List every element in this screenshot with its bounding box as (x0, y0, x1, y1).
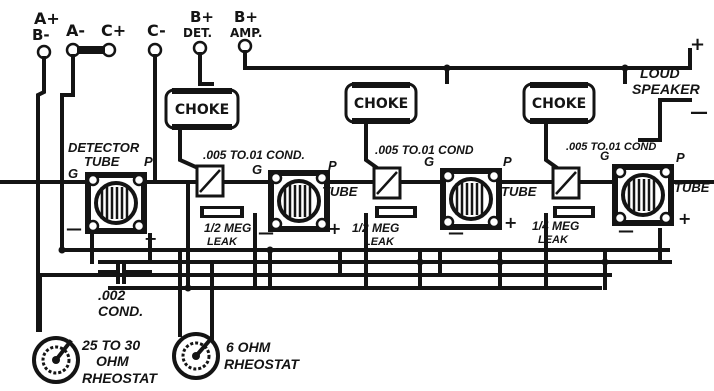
detector-plus: + (144, 229, 157, 248)
speaker-wire (638, 98, 692, 142)
bypass-cond-label: COND. (98, 303, 143, 319)
a-minus-drop (60, 54, 75, 97)
a-minus-label: A- (66, 21, 85, 40)
leak-2-value: 1/2 MEG (352, 221, 399, 235)
tube-2-name: TUBE (501, 184, 537, 199)
bypass-condenser: .002 COND. (98, 260, 152, 319)
tube-2-grid: G (424, 154, 434, 169)
detector-minus: — (66, 219, 82, 238)
tube-1-socket (268, 170, 330, 232)
b-plus-det-label: B+ (190, 8, 214, 26)
rheostat-2-value: 6 OHM (226, 339, 271, 355)
tube-2-minus: — (448, 223, 464, 242)
tube-sockets (85, 164, 674, 234)
tube-3-minus: — (618, 221, 634, 240)
detector-label: DETECTOR (68, 140, 140, 155)
coupling-cond-2: .005 TO.01 COND (372, 143, 474, 200)
a-plus-drop (36, 56, 46, 332)
rheostat-1-value: 25 TO 30 (81, 337, 140, 353)
tube-1-grid: G (252, 162, 262, 177)
speaker-plus: + (690, 34, 705, 55)
detector-tube-label: TUBE (84, 154, 120, 169)
tube-3-name: TUBE (674, 180, 710, 195)
choke-3-label: CHOKE (532, 96, 586, 112)
grid-leak-3: 1/4 MEG LEAK (532, 206, 595, 246)
tube-1-name: TUBE (322, 184, 358, 199)
junctions (58, 64, 629, 292)
leak-2-label: LEAK (364, 236, 395, 248)
tube-1-plate: P (328, 158, 337, 173)
loud-speaker: + LOUD SPEAKER — (632, 34, 708, 123)
rheostat-1-label: RHEOSTAT (82, 370, 158, 386)
coupling-cond-3-label: .005 TO.01 COND (566, 141, 656, 153)
rheostat-1: 25 TO 30 OHM RHEOSTAT (32, 336, 158, 386)
b-det-wire (198, 52, 214, 86)
c-minus-label: C- (147, 21, 166, 40)
b-plus-amp-label: B+ (234, 8, 258, 26)
det-label: DET. (183, 26, 212, 40)
tube-2-plus: + (504, 213, 517, 232)
tube-3-plate: P (676, 150, 685, 165)
rheostat-2-label: RHEOSTAT (224, 356, 300, 372)
tube-2-plate: P (503, 154, 512, 169)
amp-label: AMP. (230, 26, 262, 40)
choke-1-label: CHOKE (175, 102, 229, 118)
detector-plate-label: P (144, 154, 153, 169)
grid-leak-2: 1/2 MEG LEAK (352, 206, 417, 248)
detector-grid-label: G (68, 166, 78, 181)
c-plus-label: C+ (101, 21, 126, 40)
a-plus-label: A+ (34, 9, 60, 28)
tube-1-plus: + (328, 219, 341, 238)
leak-3-value: 1/4 MEG (532, 219, 579, 233)
coupling-cond-1-label: .005 TO.01 COND. (203, 148, 305, 162)
tube-2-labels: G P TUBE — + (424, 154, 537, 242)
leak-3-label: LEAK (538, 234, 569, 246)
leak-1-value: 1/2 MEG (204, 221, 251, 235)
coupling-cond-2-label: .005 TO.01 COND (375, 143, 474, 157)
tube-1-labels: G P TUBE — + (252, 158, 358, 242)
bypass-cond-value: .002 (98, 287, 125, 303)
b-minus-label: B- (32, 26, 50, 44)
tube-1-minus: — (258, 223, 274, 242)
battery-terminals: A+ B- A- C+ C- B+ DET. B+ AMP. (32, 8, 262, 60)
coupling-cond-3: .005 TO.01 COND (551, 141, 656, 200)
coupling-cond-1: .005 TO.01 COND. (195, 148, 305, 198)
choke-3: CHOKE (522, 82, 596, 173)
speaker-minus: — (690, 102, 708, 123)
rheostat-2: 6 OHM RHEOSTAT (172, 332, 300, 380)
grid-leak-1: 1/2 MEG LEAK (200, 206, 251, 248)
tube-3-labels: G P TUBE — + (600, 149, 710, 240)
choke-2: CHOKE (344, 82, 418, 173)
detector-socket (85, 172, 147, 234)
tube-3-plus: + (678, 209, 691, 228)
detector-labels: DETECTOR TUBE G P — + (66, 140, 157, 248)
tube-2-socket (440, 168, 502, 230)
rheostat-1-unit: OHM (96, 353, 129, 369)
speaker-label-1: LOUD (640, 65, 680, 81)
leak-1-label: LEAK (207, 236, 238, 248)
b-amp-bus (243, 48, 692, 70)
wiring (0, 48, 714, 347)
tube-3-grid: G (600, 149, 609, 163)
speaker-label-2: SPEAKER (632, 81, 701, 97)
choke-1: CHOKE (164, 88, 240, 171)
tube-3-socket (612, 164, 674, 226)
choke-2-label: CHOKE (354, 96, 408, 112)
